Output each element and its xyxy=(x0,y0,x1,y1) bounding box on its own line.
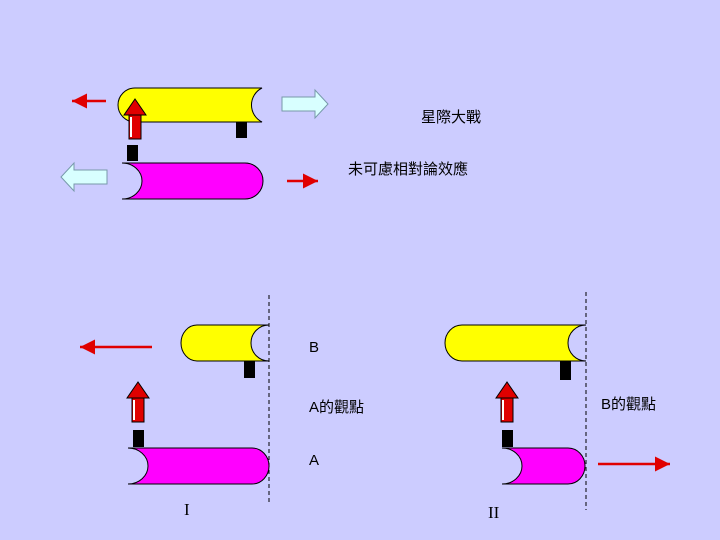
scene1-ship-a-cannon xyxy=(133,430,144,447)
scene1-ship-b-cannon xyxy=(244,361,255,378)
scene1-ship-b xyxy=(180,324,270,378)
top-ship-b-cannon xyxy=(236,122,247,138)
top-light-arrow-left xyxy=(60,161,108,193)
view-b-label: B的觀點 xyxy=(601,396,657,413)
case-1-label: I xyxy=(184,500,190,519)
view-a-label: A的觀點 xyxy=(309,399,365,416)
scene2-ship-a xyxy=(501,447,586,485)
top-ship-a-cannon xyxy=(127,145,138,161)
scene2-ship-b xyxy=(444,324,587,380)
ship-a-label: A xyxy=(309,452,320,469)
subtitle-label: 未可慮相對論效應 xyxy=(348,161,469,178)
top-light-arrow-right xyxy=(281,88,329,120)
title-label: 星際大戰 xyxy=(421,109,482,126)
top-missile-icon xyxy=(123,98,147,140)
top-ship-a xyxy=(121,162,264,200)
case-2-label: II xyxy=(488,503,500,522)
ship-b-label: B xyxy=(309,339,320,356)
scene1-ship-a xyxy=(127,447,270,485)
scene2-missile-icon xyxy=(495,381,519,423)
scene2-ship-b-cannon xyxy=(560,361,571,380)
scene2-ship-a-cannon xyxy=(502,430,513,447)
scene1-missile-icon xyxy=(126,381,150,423)
